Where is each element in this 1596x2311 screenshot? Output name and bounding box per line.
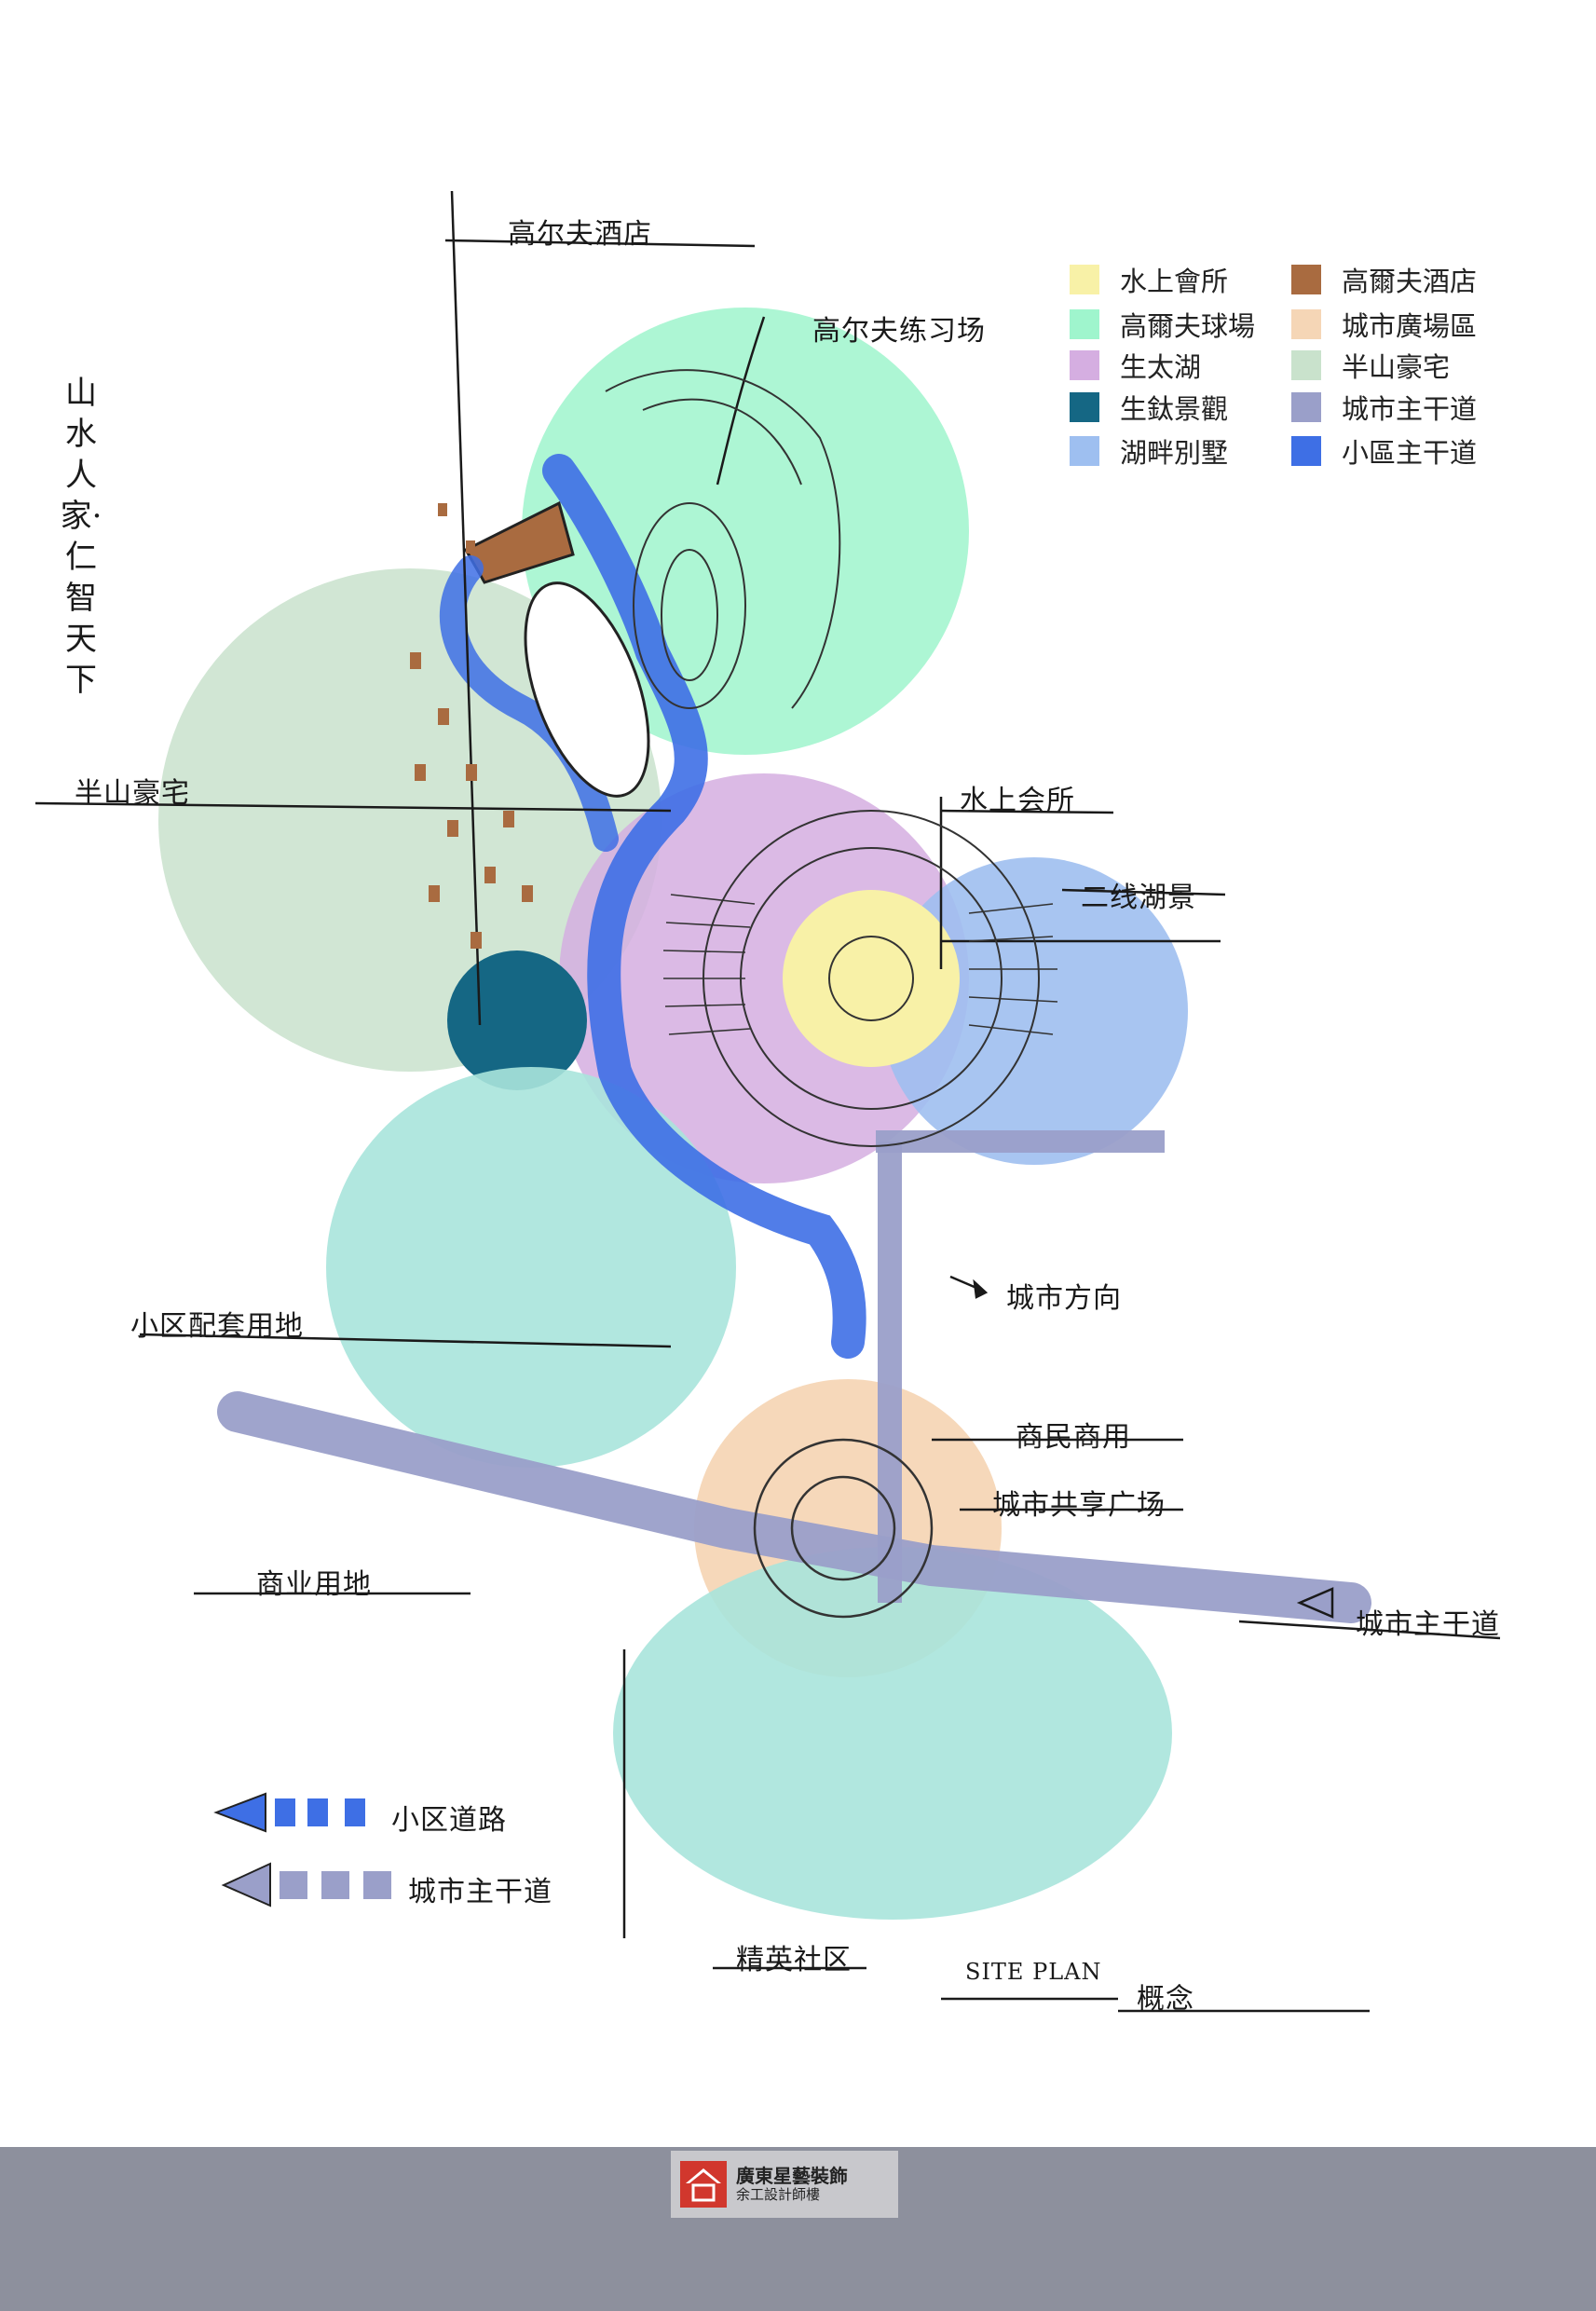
legend-item-lakeside-villa: 湖畔別墅: [1070, 434, 1229, 469]
sketch-linework: [34, 190, 1501, 2013]
label-business-use: 商民商用: [1016, 1421, 1131, 1454]
legend-item-eco-landscape: 生鈦景觀: [1070, 390, 1229, 425]
direction-arrows: [949, 1275, 1334, 1619]
road-legend-city: 城市主干道: [408, 1876, 552, 1908]
label-lakeview: 二线湖景: [1081, 882, 1196, 914]
eco-landscape-zone: [447, 950, 587, 1090]
legend-swatch: [1291, 265, 1321, 294]
legend-label: 城市廣場區: [1342, 310, 1478, 342]
label-water-club: 水上会所: [960, 785, 1075, 817]
legend-item-city-plaza: 城市廣場區: [1291, 308, 1478, 342]
label-concept: 概念: [1137, 1983, 1194, 2016]
legend-label: 水上會所: [1120, 266, 1229, 297]
company-name: 廣東星藝裝飾: [736, 2165, 848, 2187]
label-halfmountain: 半山豪宅: [75, 777, 190, 810]
house-logo-icon: [680, 2161, 727, 2208]
legend-swatch: [1291, 309, 1321, 339]
legend-label: 高爾夫球場: [1120, 310, 1256, 342]
legend-swatch: [1070, 436, 1099, 466]
legend-item-golf-course: 高爾夫球場: [1070, 308, 1256, 342]
legend-label: 半山豪宅: [1342, 351, 1451, 383]
legend-swatch: [1291, 436, 1321, 466]
legend-swatch: [1070, 392, 1099, 422]
company-logo: 廣東星藝裝飾 余工設計師樓: [671, 2151, 898, 2218]
legend-item-golf-hotel: 高爾夫酒店: [1291, 263, 1478, 297]
residential-zone: [613, 1547, 1172, 1920]
legend-swatch: [1070, 309, 1099, 339]
label-golf-hotel: 高尔夫酒店: [508, 218, 652, 251]
legend-label: 生鈦景觀: [1120, 393, 1229, 425]
city-main-road-diagonal: [217, 1391, 1371, 1623]
water-club-zone: [783, 890, 960, 1067]
legend-item-water-club: 水上會所: [1070, 263, 1229, 297]
legend-swatch: [1291, 350, 1321, 380]
legend-swatch: [1070, 265, 1099, 294]
road-legend-graphic: [213, 1792, 391, 1908]
project-title: 山水人家·仁智天下: [60, 375, 102, 699]
label-community-service: 小区配套用地: [130, 1310, 304, 1343]
legend-swatch: [1291, 392, 1321, 422]
golf-pond: [524, 581, 650, 798]
golf-contours: [605, 369, 841, 709]
map-legend: 水上會所 高爾夫球場 生太湖 生鈦景觀 湖畔別墅 高爾夫酒店 城市廣場區 半山豪…: [1070, 263, 1517, 477]
community-road-loop: [439, 555, 619, 852]
label-commercial: 商业用地: [256, 1568, 372, 1601]
legend-item-halfmountain: 半山豪宅: [1291, 349, 1451, 383]
legend-item-lake: 生太湖: [1070, 349, 1202, 383]
road-legend-community: 小区道路: [391, 1804, 507, 1837]
company-subtitle: 余工設計師樓: [736, 2186, 821, 2203]
label-site-plan: SITE PLAN: [965, 1959, 1102, 1985]
legend-label: 城市主干道: [1342, 393, 1478, 425]
legend-item-community-road: 小區主干道: [1291, 434, 1478, 469]
legend-swatch: [1070, 350, 1099, 380]
legend-label: 生太湖: [1120, 351, 1202, 383]
site-plan-map: [34, 190, 1501, 2013]
plaza-rings: [753, 1438, 934, 1619]
villa-dots: [410, 503, 533, 949]
label-residential: 精英社区: [736, 1944, 852, 1976]
community-service-zone: [326, 1067, 736, 1468]
label-city-direction: 城市方向: [1006, 1282, 1122, 1315]
legend-label: 高爾夫酒店: [1342, 266, 1478, 297]
label-city-plaza: 城市共享广场: [992, 1489, 1166, 1522]
community-main-road: [542, 454, 866, 1359]
lake-zone: [559, 773, 969, 1183]
legend-item-city-main-road: 城市主干道: [1291, 390, 1478, 425]
legend-label: 湖畔別墅: [1120, 437, 1229, 469]
legend-label: 小區主干道: [1342, 437, 1478, 469]
label-city-road: 城市主干道: [1356, 1608, 1500, 1641]
label-golf-practice: 高尔夫练习场: [812, 315, 986, 348]
lake-hatching: [662, 894, 1058, 1035]
lakeside-villa-zone: [880, 857, 1188, 1165]
